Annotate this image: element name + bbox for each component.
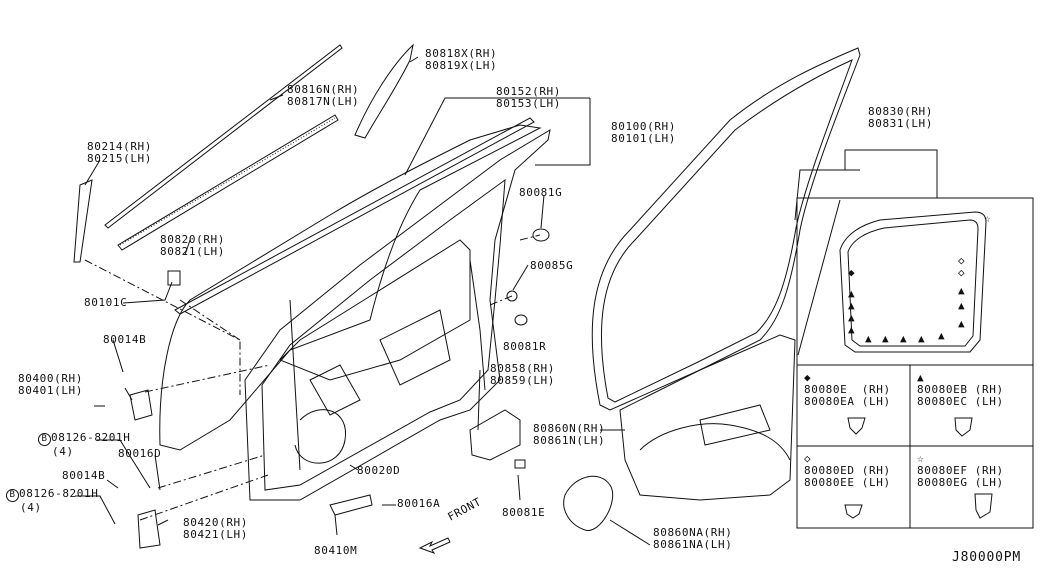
label-80014b-bot: 80014B bbox=[62, 469, 106, 482]
inset-box bbox=[796, 197, 1034, 529]
label-80214: 80214(RH)80215(LH) bbox=[87, 140, 153, 165]
weatherstrip-80830 bbox=[591, 47, 861, 411]
plug-80081r bbox=[514, 314, 528, 326]
label-80101c: 80101C bbox=[84, 296, 128, 309]
clip-80080ed bbox=[844, 504, 863, 519]
star-mark: ☆ bbox=[984, 212, 992, 225]
label-80081g: 80081G bbox=[519, 186, 563, 199]
label-80820: 80820(RH)80821(LH) bbox=[160, 233, 226, 258]
legend-80080ed: ◇80080ED (RH)80080EE (LH) bbox=[804, 452, 891, 489]
triangle-mark: ▲ bbox=[958, 284, 966, 297]
triangle-mark: ▲ bbox=[938, 329, 946, 342]
triangle-mark: ▲ bbox=[865, 332, 873, 345]
clip-80080e bbox=[847, 417, 866, 435]
triangle-mark: ▲ bbox=[848, 323, 856, 336]
legend-80080eb: ▲80080EB (RH)80080EC (LH) bbox=[917, 371, 1004, 408]
label-80410m: 80410M bbox=[314, 544, 358, 557]
label-80081e: 80081E bbox=[502, 506, 546, 519]
label-80858: 80858(RH)80859(LH) bbox=[490, 362, 556, 387]
hinge-lower bbox=[137, 509, 161, 549]
grille-80860na bbox=[563, 475, 614, 531]
legend-80080ef: ☆80080EF (RH)80080EG (LH) bbox=[917, 452, 1004, 489]
label-80014b-top: 80014B bbox=[103, 333, 147, 346]
triangle-mark: ▲ bbox=[918, 332, 926, 345]
door-glass bbox=[159, 124, 542, 451]
label-80420: 80420(RH)80421(LH) bbox=[183, 516, 249, 541]
label-80400: 80400(RH)80401(LH) bbox=[18, 372, 84, 397]
label-80818x: 80818X(RH)80819X(LH) bbox=[425, 47, 498, 72]
label-80816n: 80816N(RH)80817N(LH) bbox=[287, 83, 360, 108]
triangle-mark: ▲ bbox=[848, 311, 856, 324]
moulding-80816n bbox=[104, 44, 343, 229]
triangle-mark: ▲ bbox=[958, 317, 966, 330]
legend-80080e: ◆80080E (RH)80080EA (LH) bbox=[804, 371, 891, 408]
label-80081r: 80081R bbox=[503, 340, 547, 353]
legend-symbol: ◆ bbox=[804, 371, 812, 384]
legend-symbol: ◇ bbox=[804, 452, 812, 465]
moulding-80820 bbox=[117, 114, 339, 251]
triangle-mark: ▲ bbox=[848, 299, 856, 312]
label-80830: 80830(RH)80831(LH) bbox=[868, 105, 934, 130]
plug-80085g bbox=[506, 290, 518, 302]
clip-80080ef bbox=[974, 493, 993, 519]
label-80100: 80100(RH)80101(LH) bbox=[611, 120, 677, 145]
clip-80080eb bbox=[954, 417, 973, 437]
open-diamond-mark: ◇ bbox=[958, 266, 966, 279]
door-shell bbox=[244, 128, 551, 501]
triangle-mark: ▲ bbox=[882, 332, 890, 345]
guide-80214 bbox=[73, 179, 93, 263]
filled-diamond-mark: ◆ bbox=[848, 266, 856, 279]
triangle-mark: ▲ bbox=[848, 287, 856, 300]
open-diamond-mark: ◇ bbox=[958, 254, 966, 267]
diagram-code: J80000PM bbox=[952, 550, 1022, 565]
label-80085g: 80085G bbox=[530, 259, 574, 272]
label-80020d: 80020D bbox=[357, 464, 401, 477]
front-arrow bbox=[418, 537, 451, 554]
handle-80858 bbox=[469, 409, 521, 461]
hinge-upper bbox=[129, 389, 153, 421]
triangle-mark: ▲ bbox=[900, 332, 908, 345]
legend-symbol: ☆ bbox=[917, 452, 925, 465]
label-80860n: 80860N(RH)80861N(LH) bbox=[533, 422, 606, 447]
label-80016a: 80016A bbox=[397, 497, 441, 510]
trim-80860n bbox=[619, 334, 796, 501]
legend-symbol: ▲ bbox=[917, 371, 925, 384]
grommet-80081g bbox=[532, 228, 550, 242]
sash-80818x bbox=[354, 43, 414, 139]
label-80152: 80152(RH)80153(LH) bbox=[496, 85, 562, 110]
label-80860na: 80860NA(RH)80861NA(LH) bbox=[653, 526, 733, 551]
triangle-mark: ▲ bbox=[958, 299, 966, 312]
bolt-b-mark: B bbox=[38, 433, 51, 446]
bolt-b-mark: B bbox=[6, 489, 19, 502]
label-80016d: 80016D bbox=[118, 447, 162, 460]
